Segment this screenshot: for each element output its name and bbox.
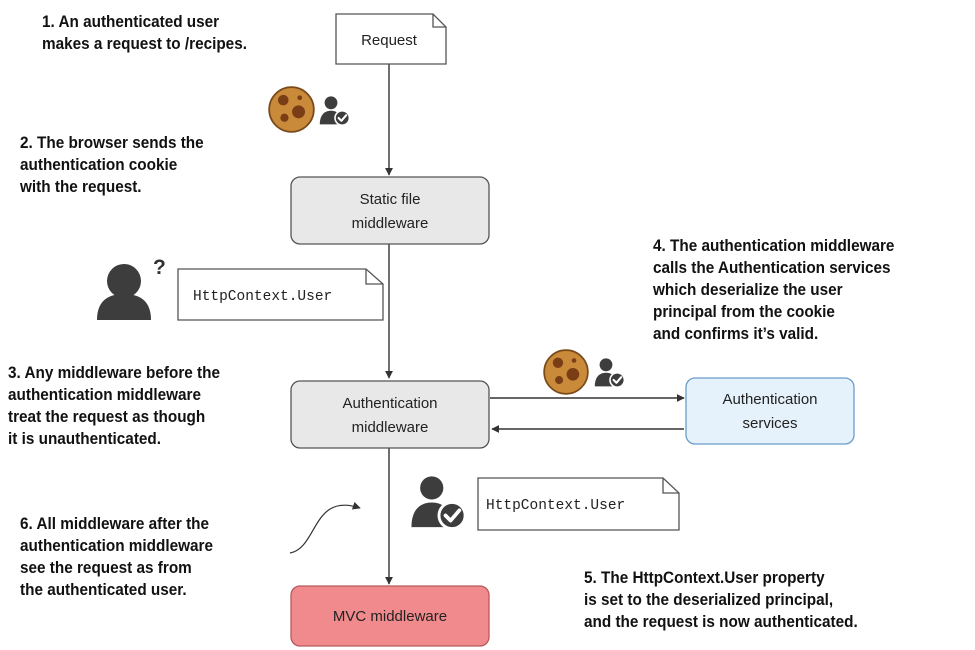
note-5-line-2: is set to the deserialized principal, — [584, 590, 834, 609]
static-box-line-2: middleware — [352, 215, 429, 232]
note-2: 2. The browser sends the authentication … — [20, 132, 204, 198]
static-box-line-1: Static file — [360, 191, 421, 208]
note-2-line-2: authentication cookie — [20, 155, 178, 174]
mvc-middleware-box: MVC middleware — [290, 585, 490, 647]
httpcontext-user-doc-unauthenticated: HttpContext.User — [177, 268, 384, 321]
httpcontext-user-doc-authenticated: HttpContext.User — [477, 477, 680, 531]
user-unknown-icon — [97, 264, 151, 320]
note-3-line-1: 3. Any middleware before the — [8, 363, 220, 382]
httpcontext-user-label-1: HttpContext.User — [193, 289, 332, 305]
note-4-line-1: 4. The authentication middleware — [653, 236, 895, 255]
request-label: Request — [361, 32, 418, 49]
auth-box-line-2: middleware — [352, 419, 429, 436]
note-1-line-2: makes a request to /recipes. — [42, 34, 247, 53]
curve-pointer-note-6 — [289, 501, 361, 554]
mvc-box-label: MVC middleware — [333, 608, 447, 625]
note-6-line-2: authentication middleware — [20, 536, 213, 555]
services-box-line-1: Authentication — [722, 391, 817, 408]
authentication-services-box: Authentication services — [685, 377, 855, 445]
request-document: Request — [335, 13, 447, 65]
note-5: 5. The HttpContext.User property is set … — [584, 567, 858, 633]
note-5-line-1: 5. The HttpContext.User property — [584, 568, 825, 587]
note-4-line-5: and confirms it’s valid. — [653, 324, 819, 343]
note-3-line-4: it is unauthenticated. — [8, 429, 162, 448]
authentication-middleware-box: Authentication middleware — [290, 380, 490, 449]
note-3-line-2: authentication middleware — [8, 385, 201, 404]
cookie-icon — [268, 86, 315, 133]
note-6-line-3: see the request as from — [20, 558, 192, 577]
services-box-line-2: services — [742, 415, 797, 432]
note-2-line-1: 2. The browser sends the — [20, 133, 204, 152]
cookie-icon — [543, 349, 589, 395]
note-6-line-1: 6. All middleware after the — [20, 514, 210, 533]
auth-box-line-1: Authentication — [342, 395, 437, 412]
note-6: 6. All middleware after the authenticati… — [20, 513, 213, 601]
httpcontext-user-label-2: HttpContext.User — [486, 498, 625, 514]
note-1-line-1: 1. An authenticated user — [42, 12, 220, 31]
note-4-line-2: calls the Authentication services — [653, 258, 891, 277]
note-3: 3. Any middleware before the authenticat… — [8, 362, 220, 450]
question-mark: ? — [153, 256, 166, 279]
user-check-icon — [594, 357, 626, 388]
note-4: 4. The authentication middleware calls t… — [653, 235, 894, 345]
user-check-icon — [319, 95, 351, 126]
note-4-line-4: principal from the cookie — [653, 302, 835, 321]
user-check-icon — [410, 474, 467, 530]
note-6-line-4: the authenticated user. — [20, 580, 187, 599]
static-file-middleware-box: Static file middleware — [290, 176, 490, 245]
note-3-line-3: treat the request as though — [8, 407, 206, 426]
note-2-line-3: with the request. — [20, 177, 142, 196]
note-5-line-3: and the request is now authenticated. — [584, 612, 858, 631]
note-1: 1. An authenticated user makes a request… — [42, 11, 247, 55]
note-4-line-3: which deserialize the user — [653, 280, 843, 299]
